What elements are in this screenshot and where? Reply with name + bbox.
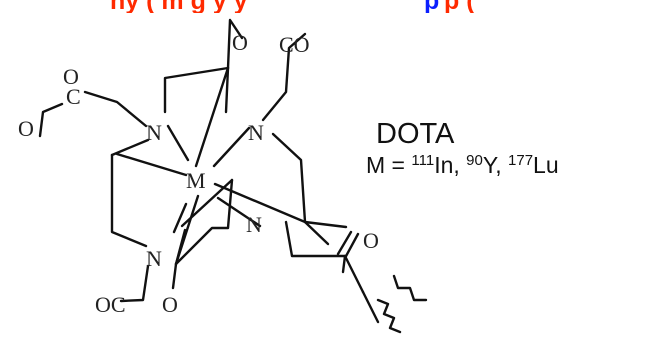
carbonyl-top: CO — [279, 32, 310, 57]
isotope-2-mass: 90 — [466, 152, 483, 169]
oxygen-bottom: O — [162, 292, 178, 317]
separator-1: , — [453, 152, 467, 178]
nitrogen-top-left: N — [146, 120, 162, 145]
metal-isotopes: M = 111In, 90Y, 177Lu — [366, 152, 559, 179]
isotope-1-symbol: In — [434, 152, 454, 178]
oxygen-top: O — [232, 30, 248, 55]
macrocycle-bonds — [38, 18, 365, 303]
isotope-3-symbol: Lu — [533, 152, 559, 178]
cropped-title-strip: ny ( m g y y p p ( — [0, 0, 654, 13]
carbon-left: C — [66, 84, 81, 109]
isotope-2-symbol: Y — [482, 152, 496, 178]
carbonyl-bond — [336, 230, 360, 260]
nitrogen-bottom-left: N — [146, 246, 162, 271]
coordination-bonds — [115, 66, 307, 266]
title-fragment-red: ny ( m g y y — [110, 0, 248, 13]
separator-2: , — [495, 152, 509, 178]
compound-name: DOTA — [376, 118, 455, 150]
title-fragment-blue: p — [424, 0, 439, 13]
oxygen-right: O — [363, 228, 379, 253]
metal-prefix: M = — [366, 152, 412, 178]
nitrogen-bottom-right: N — [246, 212, 262, 237]
metal-center: M — [186, 168, 206, 193]
oxygen-upper-left: O — [63, 64, 79, 89]
carbonyl-bottom: OC — [95, 292, 126, 317]
attachment-wavy-bond — [361, 274, 428, 334]
title-fragment-red-2: p ( — [444, 0, 475, 13]
nitrogen-top-right: N — [248, 120, 264, 145]
atom-labels: M N N N N O CO O C O O OC O — [18, 30, 379, 317]
isotope-1-mass: 111 — [411, 152, 435, 169]
oxygen-left: O — [18, 116, 34, 141]
isotope-3-mass: 177 — [508, 152, 534, 169]
